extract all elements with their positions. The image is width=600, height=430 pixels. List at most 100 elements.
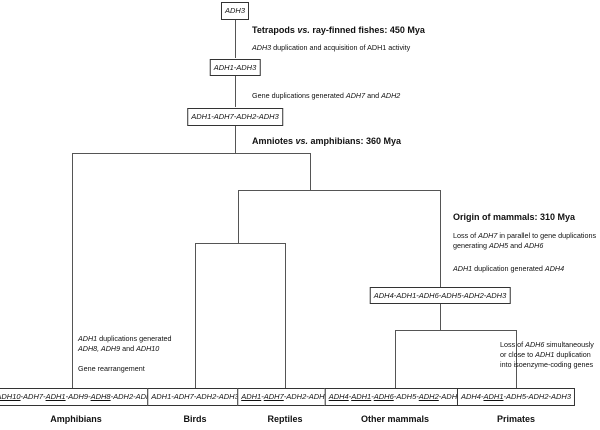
underlined-gene: ADH6 bbox=[373, 392, 394, 401]
edge bbox=[395, 330, 517, 331]
underlined-gene: ADH10 bbox=[0, 392, 21, 401]
text-segment: duplication bbox=[554, 350, 591, 359]
underlined-gene: ADH7 bbox=[263, 392, 284, 401]
text-segment: duplications generated bbox=[97, 334, 172, 343]
underlined-gene: ADH8 bbox=[90, 392, 111, 401]
edge bbox=[310, 153, 311, 190]
event-tetrapods: Tetrapods vs. ray-finned fishes: 450 Mya bbox=[252, 25, 425, 35]
text-segment: vs. bbox=[295, 136, 309, 146]
label-reptiles: Reptiles bbox=[267, 414, 303, 424]
text-segment: and bbox=[508, 241, 525, 250]
text-segment: ADH3 bbox=[224, 6, 246, 15]
node-amphibians: ADH10-ADH7-ADH1-ADH9-ADH8-ADH2-ADH3 bbox=[0, 388, 160, 406]
note: Gene duplications generated ADH7 and ADH… bbox=[252, 91, 400, 101]
text-segment: ADH1 bbox=[453, 264, 473, 273]
node-primates: ADH4-ADH1-ADH5-ADH2-ADH3 bbox=[456, 388, 576, 406]
text-segment: ADH1 bbox=[535, 350, 555, 359]
edge bbox=[238, 190, 441, 191]
text-segment: ADH5 bbox=[488, 241, 509, 250]
text-segment: - bbox=[348, 392, 352, 401]
edge bbox=[195, 243, 286, 244]
text-segment: ADH8, ADH9 bbox=[78, 344, 121, 353]
text-segment: Origin of mammals: 310 Mya bbox=[453, 212, 576, 222]
note: into isoenzyme-coding genes bbox=[500, 360, 593, 370]
text-segment: -ADH7- bbox=[20, 392, 46, 401]
node-birds: ADH1-ADH7-ADH2-ADH3 bbox=[147, 388, 243, 406]
edge bbox=[440, 303, 441, 330]
text-segment: - bbox=[371, 392, 374, 401]
note: Loss of ADH6 simultaneously bbox=[500, 340, 594, 350]
node-amniote-ancestor: ADH1-ADH7-ADH2-ADH3 bbox=[187, 108, 283, 126]
edge bbox=[72, 153, 73, 388]
text-segment: - bbox=[261, 392, 264, 401]
text-segment: ray-finned fishes: 450 Mya bbox=[309, 25, 425, 35]
node-mammal-ancestor: ADH4-ADH1-ADH6-ADH5-ADH2-ADH3 bbox=[369, 287, 511, 304]
edge bbox=[285, 243, 286, 388]
text-segment: -ADH3 bbox=[438, 392, 462, 401]
note: ADH1 duplications generated bbox=[78, 334, 172, 344]
text-segment: duplication generated bbox=[472, 264, 545, 273]
edge bbox=[235, 125, 236, 153]
edge bbox=[440, 190, 441, 287]
text-segment: -ADH5- bbox=[393, 392, 419, 401]
text-segment: -ADH5-ADH2-ADH3 bbox=[503, 392, 572, 401]
note: Loss of ADH7 in parallel to gene duplica… bbox=[453, 231, 596, 241]
text-segment: ADH1-ADH7-ADH2-ADH3 bbox=[191, 112, 279, 121]
text-segment: in parallel to gene duplications bbox=[497, 231, 597, 240]
text-segment: ADH4-ADH1-ADH6-ADH5-ADH2-ADH3 bbox=[373, 291, 507, 300]
text-segment: amphibians: 360 Mya bbox=[308, 136, 402, 146]
text-segment: ADH1-ADH3 bbox=[213, 63, 257, 72]
node-reptiles: ADH1-ADH7-ADH2-ADH3 bbox=[237, 388, 333, 406]
text-segment: -ADH9- bbox=[65, 392, 91, 401]
node-adh1-adh3: ADH1-ADH3 bbox=[209, 59, 261, 76]
label-amphibians: Amphibians bbox=[50, 414, 102, 424]
text-segment: Loss of bbox=[453, 231, 479, 240]
label-birds: Birds bbox=[183, 414, 207, 424]
edge bbox=[235, 20, 236, 58]
edge bbox=[238, 190, 239, 243]
text-segment: Tetrapods bbox=[252, 25, 298, 35]
text-segment: ADH10 bbox=[136, 344, 160, 353]
text-segment: or close to bbox=[500, 350, 536, 359]
label-other-mammals: Other mammals bbox=[360, 414, 430, 424]
text-segment: and bbox=[365, 91, 382, 100]
text-segment: ADH3 bbox=[252, 43, 272, 52]
text-segment: ADH7 bbox=[345, 91, 366, 100]
underlined-gene: ADH1 bbox=[45, 392, 66, 401]
label-primates: Primates bbox=[496, 414, 536, 424]
text-segment: ADH4- bbox=[460, 392, 484, 401]
edge bbox=[516, 330, 517, 388]
text-segment: Gene duplications generated bbox=[252, 91, 346, 100]
text-segment: Loss of bbox=[500, 340, 526, 349]
node-other-mammals: ADH4-ADH1-ADH6-ADH5-ADH2-ADH3 bbox=[324, 388, 466, 406]
text-segment: ADH1 bbox=[78, 334, 98, 343]
text-segment: -ADH2-ADH3 bbox=[110, 392, 156, 401]
underlined-gene: ADH1 bbox=[241, 392, 262, 401]
text-segment: Gene rearrangement bbox=[78, 364, 145, 373]
note: or close to ADH1 duplication bbox=[500, 350, 591, 360]
note: Gene rearrangement bbox=[78, 364, 145, 374]
edge bbox=[235, 76, 236, 107]
text-segment: ADH2 bbox=[381, 91, 401, 100]
note: ADH3 duplication and acquisition of ADH1… bbox=[252, 43, 410, 53]
text-segment: simultaneously bbox=[544, 340, 594, 349]
edge bbox=[395, 330, 396, 388]
text-segment: ADH6 bbox=[524, 241, 544, 250]
note: generating ADH5 and ADH6 bbox=[453, 241, 543, 251]
text-segment: ADH4 bbox=[544, 264, 565, 273]
text-segment: and bbox=[120, 344, 137, 353]
underlined-gene: ADH4 bbox=[328, 392, 349, 401]
event-mammals: Origin of mammals: 310 Mya bbox=[453, 212, 575, 222]
text-segment: generating bbox=[453, 241, 489, 250]
text-segment: Amniotes bbox=[252, 136, 296, 146]
underlined-gene: ADH2 bbox=[418, 392, 439, 401]
text-segment: vs. bbox=[297, 25, 310, 35]
event-amniotes: Amniotes vs. amphibians: 360 Mya bbox=[252, 136, 401, 146]
edge bbox=[195, 243, 196, 388]
underlined-gene: ADH1 bbox=[483, 392, 504, 401]
text-segment: into isoenzyme-coding genes bbox=[500, 360, 594, 369]
note: ADH8, ADH9 and ADH10 bbox=[78, 344, 159, 354]
text-segment: duplication and acquisition of ADH1 acti… bbox=[271, 43, 411, 52]
text-segment: ADH6 bbox=[525, 340, 545, 349]
